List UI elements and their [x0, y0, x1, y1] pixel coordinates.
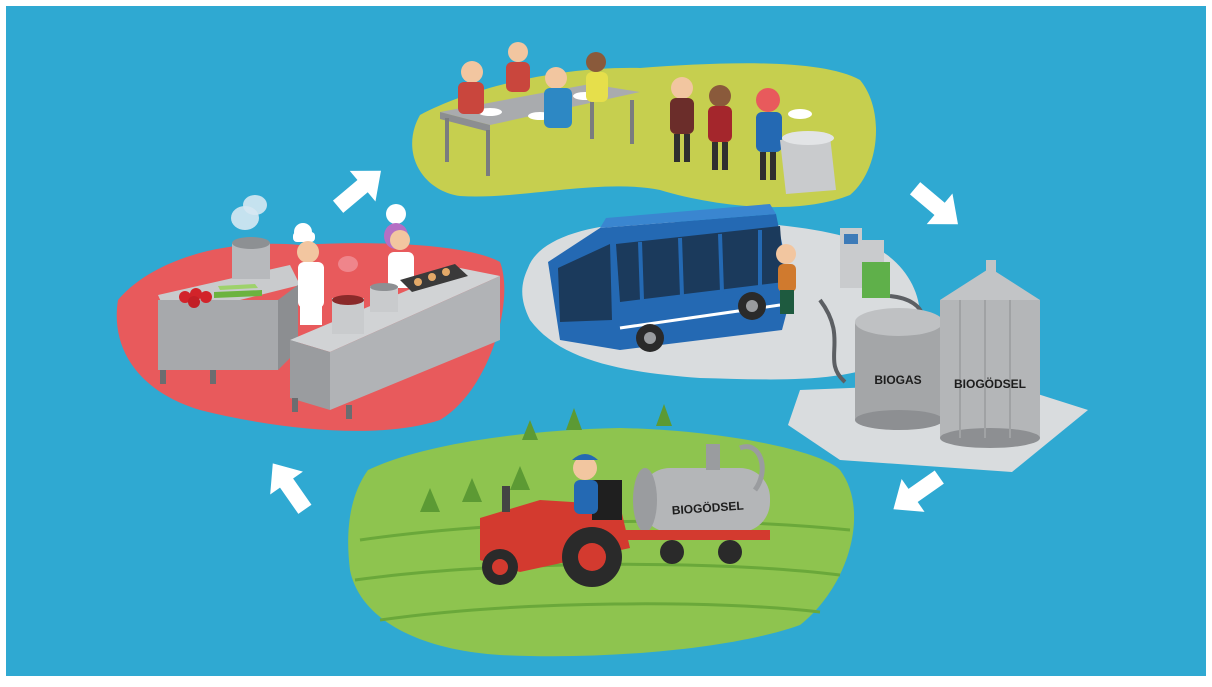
- chef-left: [293, 223, 324, 325]
- arrow-kitchen-to-dining-icon: [332, 170, 381, 213]
- manure-trailer: BIOGÖDSEL: [620, 444, 770, 564]
- arrow-plant-to-field-icon: [893, 470, 944, 512]
- arrow-dining-to-plant-icon: [909, 182, 958, 225]
- biogodsel-tank: BIOGÖDSEL: [940, 260, 1040, 448]
- biogas-plant-scene: BIOGAS BIOGÖDSEL: [522, 204, 1088, 472]
- dining-scene: [412, 42, 877, 208]
- biogas-tank: BIOGAS: [855, 308, 943, 430]
- chef-right: [384, 204, 414, 288]
- tractor: [480, 480, 630, 587]
- bus: [548, 204, 792, 352]
- biogodsel-tractor-label: BIOGÖDSEL: [671, 498, 744, 518]
- field-scene: BIOGÖDSEL: [348, 404, 855, 657]
- biogas-label: BIOGAS: [874, 373, 921, 387]
- biogodsel-tank-label: BIOGÖDSEL: [954, 376, 1026, 391]
- kitchen-scene: [116, 195, 505, 431]
- arrow-field-to-kitchen-icon: [270, 463, 312, 514]
- arrows: [270, 170, 958, 514]
